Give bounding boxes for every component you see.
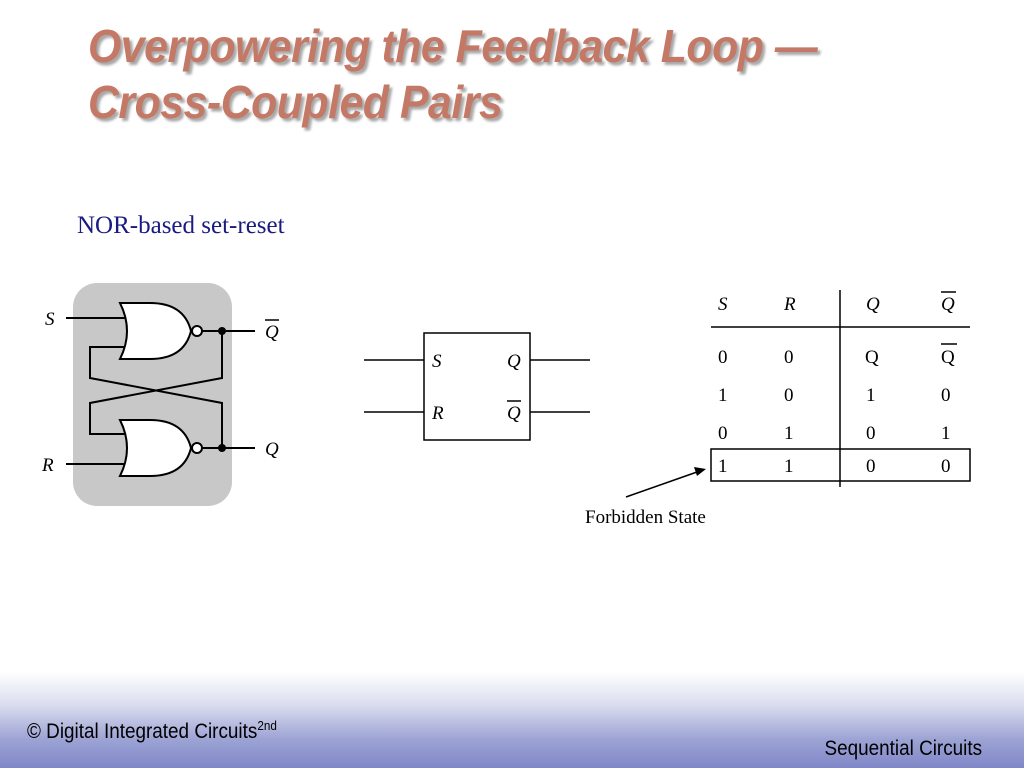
slide-subtitle: NOR-based set-reset <box>77 212 285 239</box>
wire-cross-q-to-top <box>89 346 223 448</box>
footer-copyright: © Digital Integrated Circuits2nd <box>27 718 277 744</box>
table-cell-r0-q: Q <box>865 347 879 368</box>
footer-chapter: Sequential Circuits <box>824 737 982 760</box>
table-cell-r3-r: 1 <box>784 456 794 477</box>
junction-q <box>218 444 226 452</box>
forbidden-state-label: Forbidden State <box>585 507 706 528</box>
table-cell-r2-r: 1 <box>784 423 794 444</box>
footer-copyright-text: © Digital Integrated Circuits <box>27 720 258 743</box>
symbol-pin-s: S <box>432 351 442 372</box>
table-cell-r2-q: 0 <box>866 423 876 444</box>
forbidden-arrow-line <box>625 471 698 498</box>
sr-latch-symbol: S R Q Q <box>364 332 590 441</box>
label-s-input: S <box>45 309 55 330</box>
symbol-pin-q: Q <box>507 351 521 372</box>
table-header-s: S <box>718 294 728 315</box>
nor-bubble-bottom <box>191 442 203 454</box>
title-line-2: Cross-Coupled Pairs <box>88 76 503 128</box>
symbol-pin-qbar: Q <box>507 403 521 424</box>
nor-gate-top <box>118 302 193 360</box>
table-cell-r0-s: 0 <box>718 347 728 368</box>
table-cell-r0-qbar: Q <box>941 347 955 368</box>
table-cell-r3-s: 1 <box>718 456 728 477</box>
label-r-input: R <box>41 455 54 476</box>
table-header-qbar: Q <box>941 294 955 315</box>
forbidden-row-box <box>710 448 971 482</box>
footer-band <box>0 672 1024 768</box>
wire-cross-qbar-to-bottom <box>89 331 223 435</box>
table-cell-r3-qbar: 0 <box>941 456 951 477</box>
junction-qbar <box>218 327 226 335</box>
nor-bubble-top <box>191 325 203 337</box>
table-cell-r3-q: 0 <box>866 456 876 477</box>
label-q-output: Q <box>265 439 279 460</box>
label-qbar-output: Q <box>265 322 279 343</box>
table-header-q: Q <box>866 294 880 315</box>
slide-title: Overpowering the Feedback Loop — Cross-C… <box>88 18 818 130</box>
table-cell-r1-qbar: 0 <box>941 385 951 406</box>
truth-table: S R Q Q 0 0 Q Q 1 0 1 0 0 1 0 1 1 1 0 0 … <box>585 290 971 528</box>
nor-latch-schematic: S R Q Q <box>41 283 279 506</box>
nor-gate-bottom <box>118 419 193 477</box>
footer-edition: 2nd <box>257 718 277 733</box>
table-cell-r2-qbar: 1 <box>941 423 951 444</box>
table-cell-r1-r: 0 <box>784 385 794 406</box>
table-cell-r1-s: 1 <box>718 385 728 406</box>
table-header-r: R <box>783 294 796 315</box>
table-cell-r2-s: 0 <box>718 423 728 444</box>
table-cell-r1-q: 1 <box>866 385 876 406</box>
symbol-pin-r: R <box>431 403 444 424</box>
table-cell-r0-r: 0 <box>784 347 794 368</box>
title-line-1: Overpowering the Feedback Loop — <box>88 20 818 72</box>
forbidden-arrow-head <box>694 467 706 476</box>
symbol-box <box>423 332 531 441</box>
